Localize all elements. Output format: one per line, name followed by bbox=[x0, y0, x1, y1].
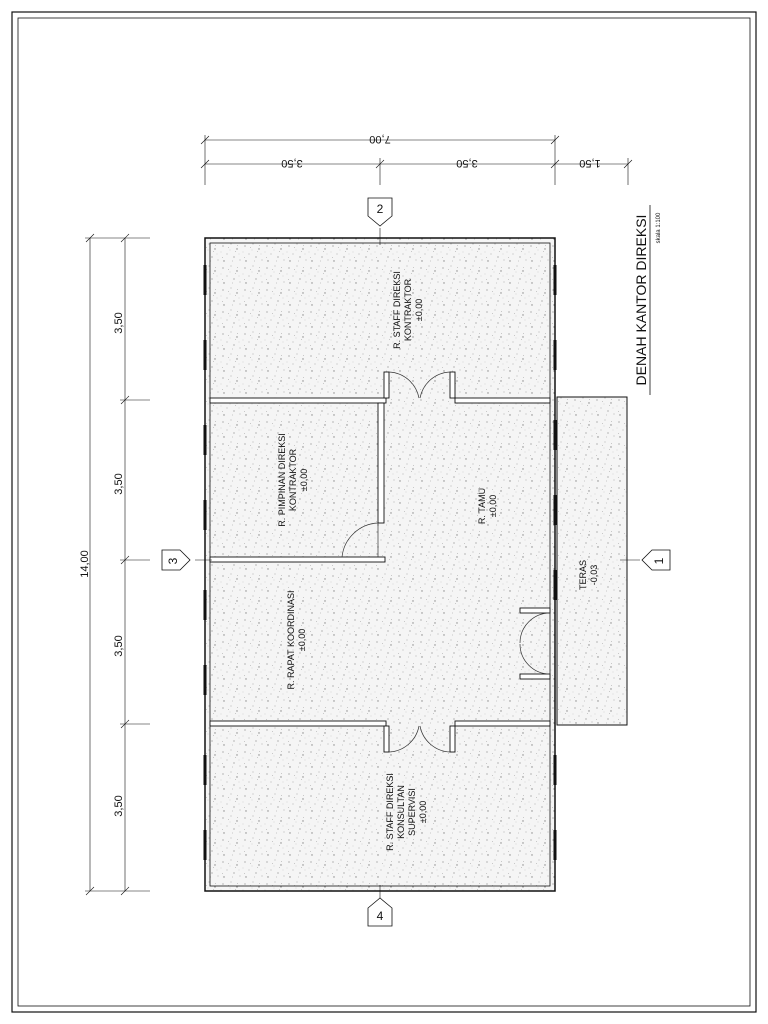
dim-terrace-width: 1,50 bbox=[579, 157, 600, 169]
left-dimension-lines bbox=[85, 233, 150, 896]
svg-text:±0,00: ±0,00 bbox=[414, 299, 424, 321]
svg-text:SUPERVISI: SUPERVISI bbox=[407, 788, 417, 836]
svg-text:KONTRAKTOR: KONTRAKTOR bbox=[288, 448, 298, 511]
dim-overall-length: 14,00 bbox=[79, 550, 91, 578]
grid-marker-left-label: 3 bbox=[166, 557, 180, 564]
room-label-tamu: R. TAMU ±0,00 bbox=[477, 488, 498, 524]
svg-text:±0,00: ±0,00 bbox=[488, 495, 498, 517]
svg-text:KONTRAKTOR: KONTRAKTOR bbox=[403, 278, 413, 341]
dim-width-seg-b: 3,50 bbox=[456, 157, 477, 169]
dim-overall-width: 7,00 bbox=[369, 133, 390, 145]
room-label-staff-konsultan: R. STAFF DIREKSI KONSULTAN SUPERVISI ±0,… bbox=[385, 773, 428, 851]
svg-text:KONSULTAN: KONSULTAN bbox=[396, 785, 406, 839]
grid-marker-right: 1 bbox=[641, 549, 671, 571]
svg-text:±0,00: ±0,00 bbox=[299, 469, 309, 491]
room-label-pimpinan: R. PIMPINAN DIREKSI KONTRAKTOR ±0,00 bbox=[277, 433, 309, 527]
svg-text:R. TAMU: R. TAMU bbox=[477, 488, 487, 524]
room-label-teras: TERAS -0,03 bbox=[578, 560, 599, 590]
dim-length-seg-2: 3,50 bbox=[113, 473, 125, 494]
drawing-title-block: DENAH KANTOR DIREKSI skala 1:100 bbox=[633, 205, 662, 395]
grid-marker-top: 2 bbox=[367, 197, 393, 227]
drawing-title: DENAH KANTOR DIREKSI bbox=[633, 215, 649, 386]
sheet-border-inner bbox=[17, 17, 751, 1007]
svg-text:±0,00: ±0,00 bbox=[297, 629, 307, 651]
dim-width-seg-a: 3,50 bbox=[281, 157, 302, 169]
grid-axis-lines bbox=[195, 228, 640, 902]
drawing-scale: skala 1:100 bbox=[656, 212, 662, 243]
door-swings bbox=[341, 371, 551, 753]
svg-text:-0,03: -0,03 bbox=[589, 565, 599, 586]
interior-walls bbox=[209, 371, 551, 753]
svg-text:R. STAFF DIREKSI: R. STAFF DIREKSI bbox=[385, 773, 395, 851]
grid-marker-left: 3 bbox=[161, 549, 191, 571]
grid-marker-right-label: 1 bbox=[652, 557, 666, 564]
room-label-staff-kontraktor: R. STAFF DIREKSI KONTRAKTOR ±0,00 bbox=[392, 271, 424, 349]
dim-length-seg-3: 3,50 bbox=[113, 635, 125, 656]
sheet-border-outer bbox=[11, 11, 757, 1013]
terrace-slab bbox=[556, 396, 628, 726]
room-label-rapat: R. RAPAT KOORDINASI ±0,00 bbox=[286, 590, 307, 689]
svg-text:±0,00: ±0,00 bbox=[418, 801, 428, 823]
grid-marker-bottom: 4 bbox=[367, 897, 393, 927]
dim-length-seg-1: 3,50 bbox=[113, 312, 125, 333]
top-dimension-lines bbox=[200, 135, 633, 185]
svg-text:R. RAPAT KOORDINASI: R. RAPAT KOORDINASI bbox=[286, 590, 296, 689]
building-floor bbox=[205, 238, 555, 891]
grid-marker-top-label: 2 bbox=[377, 202, 384, 216]
svg-text:R. STAFF DIREKSI: R. STAFF DIREKSI bbox=[392, 271, 402, 349]
svg-text:R. PIMPINAN DIREKSI: R. PIMPINAN DIREKSI bbox=[277, 433, 287, 527]
svg-text:TERAS: TERAS bbox=[578, 560, 588, 590]
grid-marker-bottom-label: 4 bbox=[377, 909, 384, 923]
dim-length-seg-4: 3,50 bbox=[113, 795, 125, 816]
